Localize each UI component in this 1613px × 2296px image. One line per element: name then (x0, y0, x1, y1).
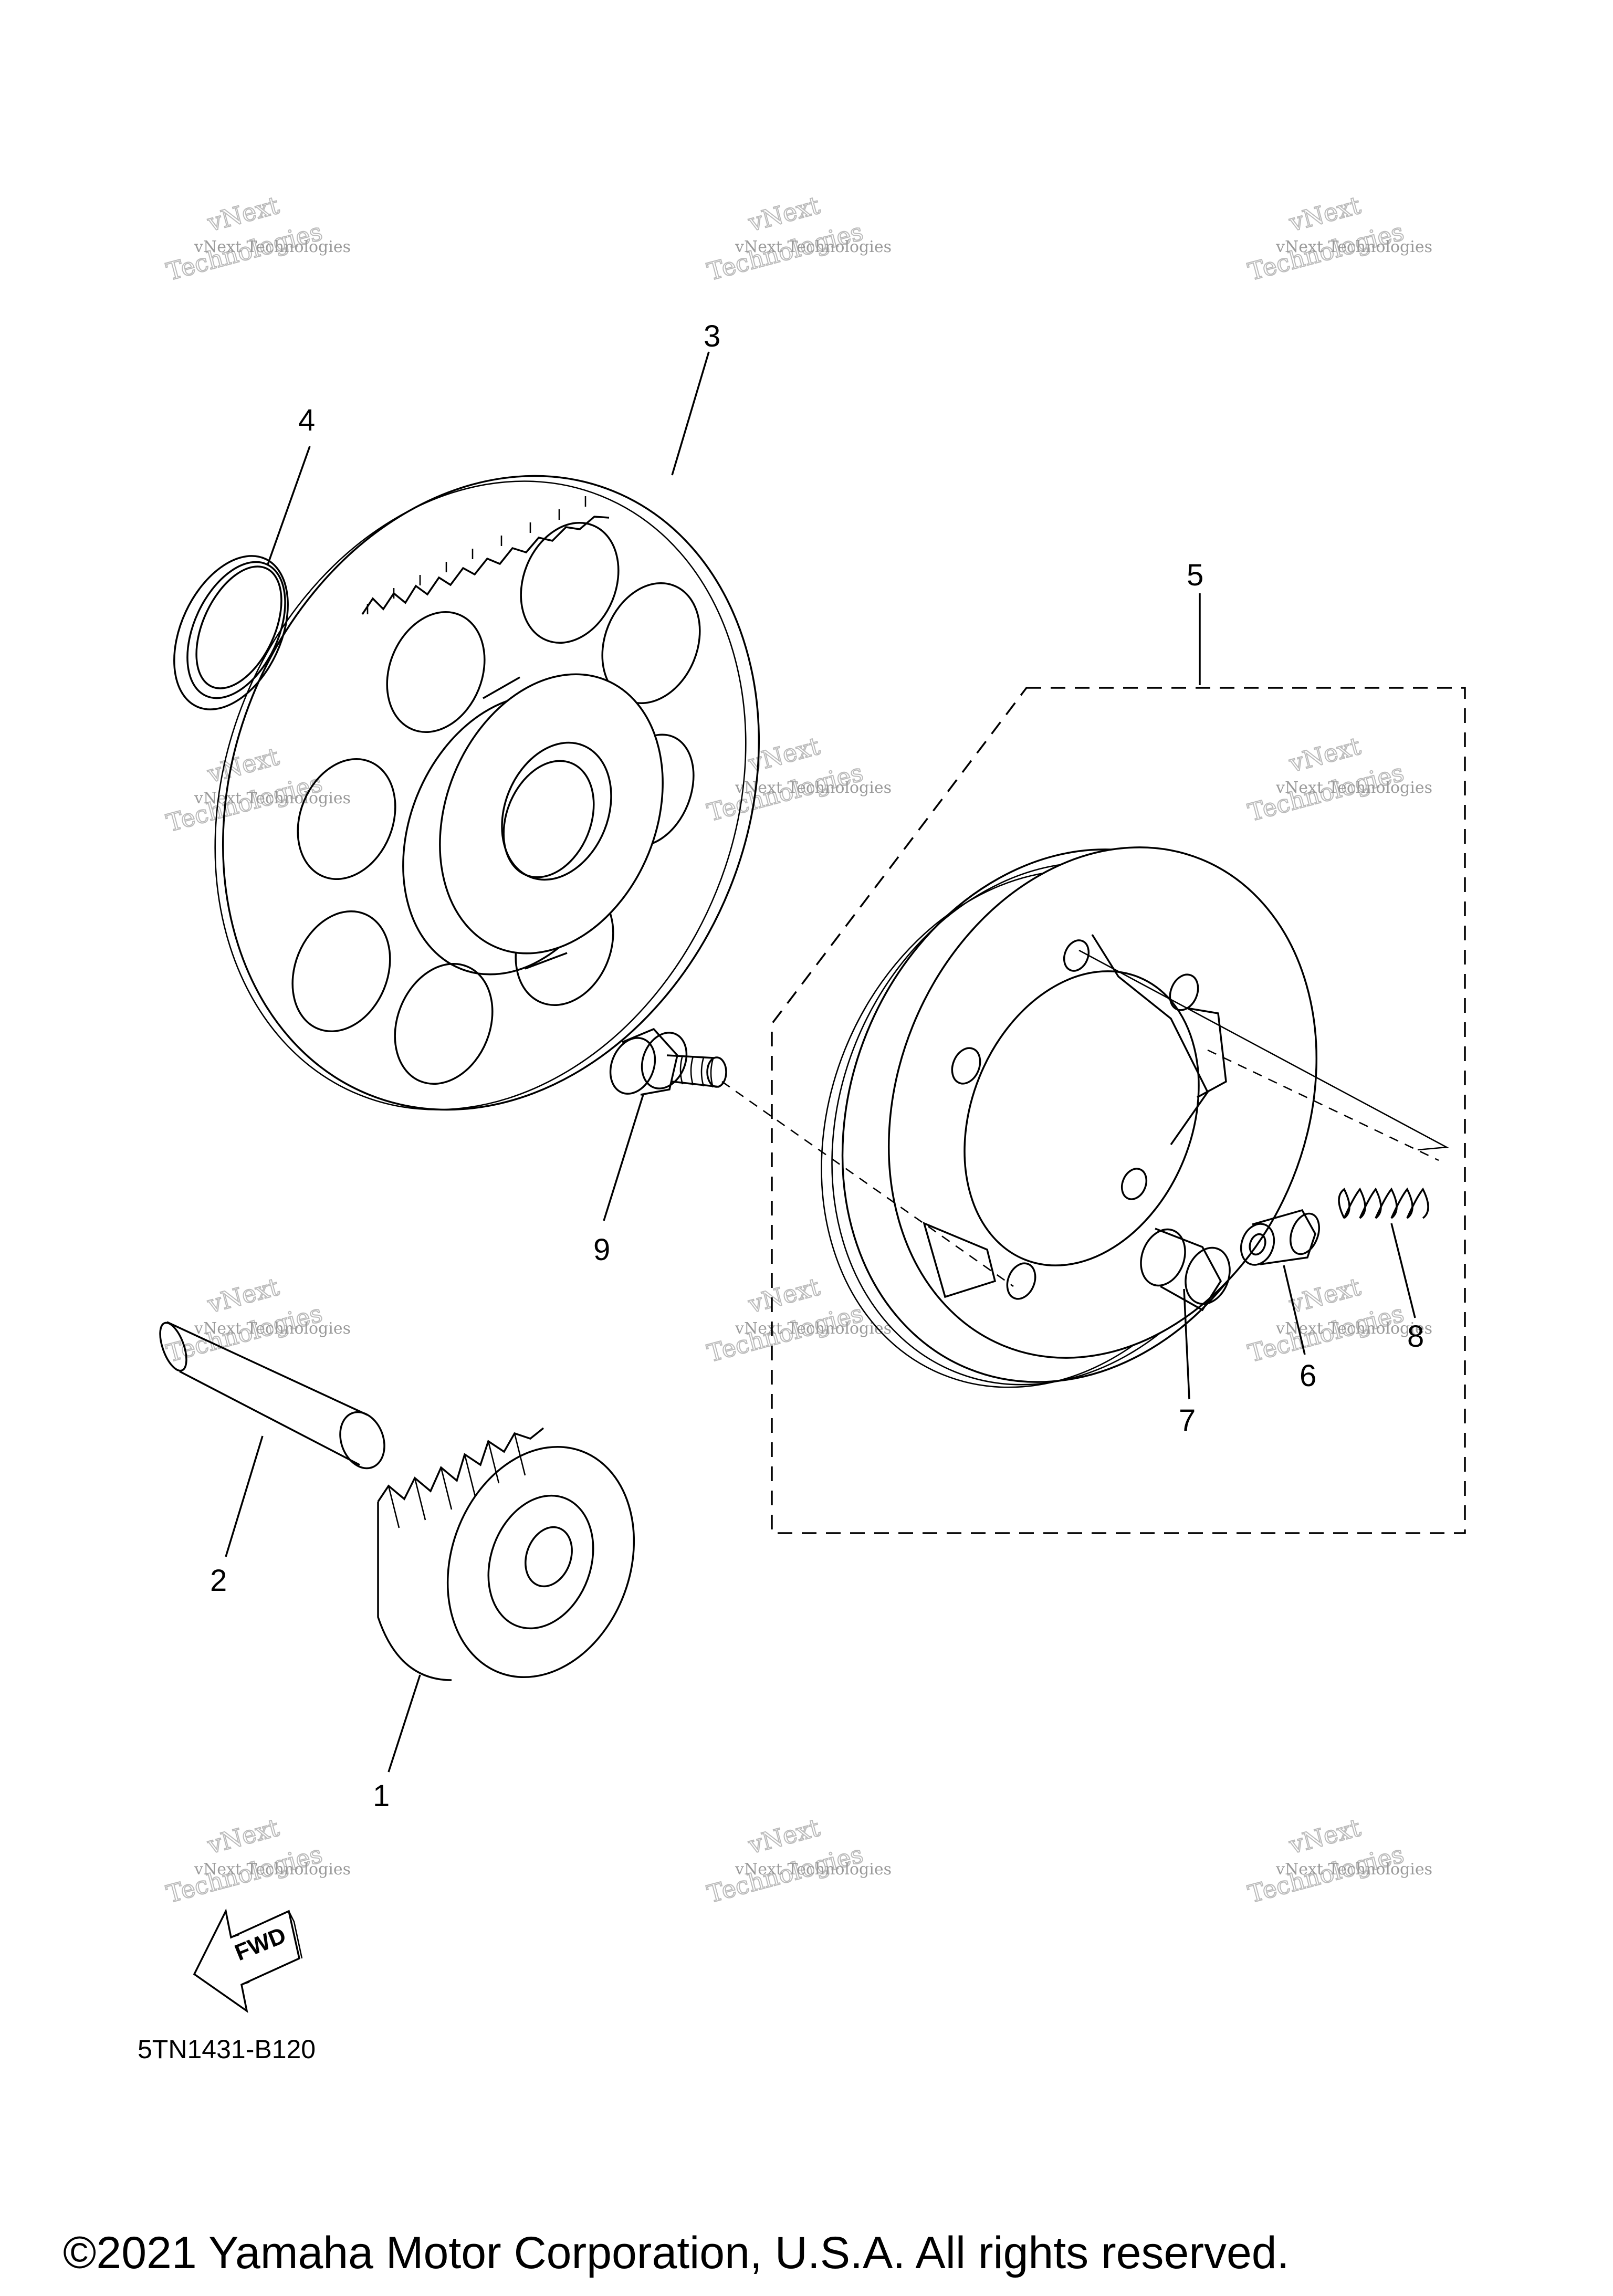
callout-7: 7 (1179, 1403, 1196, 1438)
watermark: Technologies vNext vNext Technologies (704, 1272, 892, 1368)
watermark: Technologies vNext vNext Technologies (704, 731, 892, 827)
part-3-wheel-gear (214, 475, 760, 1111)
part-6-plunger (1240, 1209, 1320, 1266)
leader-lines (225, 351, 1416, 1773)
copyright-notice: ©2021 Yamaha Motor Corporation, U.S.A. A… (63, 2228, 1290, 2278)
watermark: Technologies vNext vNext Technologies (1244, 1272, 1432, 1368)
part-2-shaft (159, 1321, 385, 1470)
part-4-washer (173, 555, 289, 710)
svg-text:vNext Technologies: vNext Technologies (735, 1860, 892, 1879)
svg-text:vNext Technologies: vNext Technologies (194, 789, 351, 808)
watermark: Technologies vNext vNext Technologies (704, 190, 892, 286)
watermark: Technologies vNext vNext Technologies (1244, 731, 1432, 827)
callout-3: 3 (704, 319, 720, 353)
svg-text:vNext Technologies: vNext Technologies (735, 1319, 892, 1338)
callout-6: 6 (1300, 1359, 1316, 1393)
watermark: Technologies vNext vNext Technologies (1244, 190, 1432, 286)
callout-4: 4 (298, 403, 315, 437)
watermark: Technologies vNext vNext Technologies (163, 1272, 351, 1368)
watermark: Technologies vNext vNext Technologies (163, 1812, 351, 1909)
svg-text:vNext Technologies: vNext Technologies (735, 238, 892, 256)
callout-1: 1 (373, 1779, 390, 1813)
watermark: Technologies vNext vNext Technologies (704, 1812, 892, 1909)
part-8-spring (1338, 1187, 1429, 1219)
svg-text:vNext Technologies: vNext Technologies (194, 1319, 351, 1338)
callout-9: 9 (593, 1233, 610, 1267)
callout-5: 5 (1187, 558, 1203, 592)
part-7-roller (1140, 1228, 1231, 1312)
callout-numbers: 3 4 5 9 2 1 6 7 8 (210, 319, 1424, 1813)
gear-hub (402, 673, 664, 976)
callout-2: 2 (210, 1564, 227, 1598)
svg-text:vNext Technologies: vNext Technologies (1275, 238, 1432, 256)
svg-text:vNext Technologies: vNext Technologies (1275, 1319, 1432, 1338)
svg-text:vNext Technologies: vNext Technologies (1275, 779, 1432, 797)
part-1-starter-gear (377, 1427, 635, 1681)
svg-text:vNext Technologies: vNext Technologies (194, 1860, 351, 1879)
part-5-clutch-assembly (771, 687, 1466, 1534)
watermark: Technologies vNext vNext Technologies (1244, 1812, 1432, 1909)
svg-text:vNext Technologies: vNext Technologies (735, 779, 892, 797)
watermark: Technologies vNext vNext Technologies (163, 741, 351, 837)
svg-text:vNext Technologies: vNext Technologies (1275, 1860, 1432, 1879)
callout-8: 8 (1407, 1319, 1424, 1354)
svg-text:vNext Technologies: vNext Technologies (194, 238, 351, 256)
guide-lines (721, 949, 1449, 1287)
diagram-code: 5TN1431-B120 (138, 2035, 316, 2064)
part-9-bolt (609, 1028, 727, 1096)
watermark: Technologies vNext vNext Technologies (163, 190, 351, 286)
fwd-arrow-icon: FWD (193, 1908, 303, 2013)
